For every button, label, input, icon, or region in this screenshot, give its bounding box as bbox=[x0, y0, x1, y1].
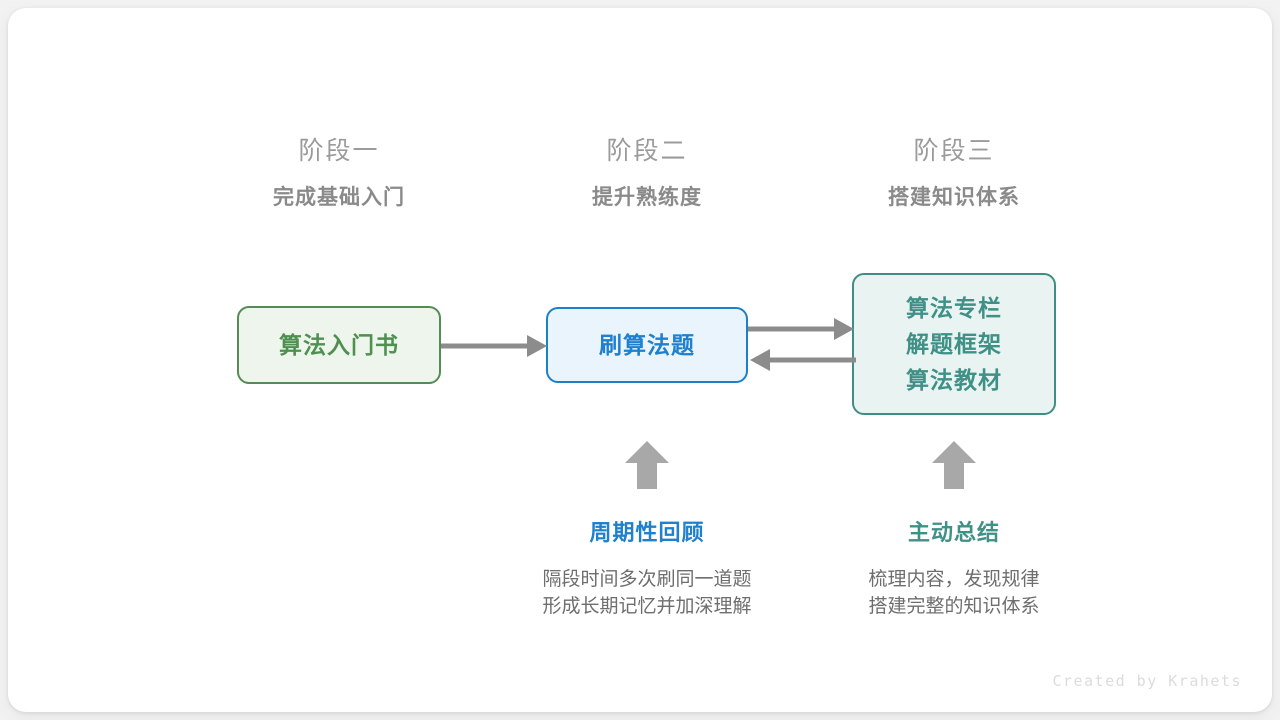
arrow-up-periodic-review bbox=[625, 441, 669, 489]
diagram-card: 阶段一 完成基础入门 阶段二 提升熟练度 阶段三 搭建知识体系 算法入门书 刷算… bbox=[8, 8, 1272, 712]
stage-subtitle-1: 完成基础入门 bbox=[273, 186, 405, 209]
caption-active-summary-desc: 梳理内容，发现规律 搭建完整的知识体系 bbox=[804, 566, 1104, 620]
caption-periodic-review-title: 周期性回顾 bbox=[589, 520, 705, 545]
node-intro-book-line-1: 算法入门书 bbox=[279, 332, 399, 358]
watermark-credit: Created by Krahets bbox=[1052, 672, 1242, 690]
node-knowledge-sources-line-3: 算法教材 bbox=[906, 367, 1002, 393]
caption-active-summary-desc-line-2: 搭建完整的知识体系 bbox=[868, 596, 1040, 617]
connector-practice-to-sources bbox=[748, 318, 854, 340]
caption-periodic-review-desc-line-2: 形成长期记忆并加深理解 bbox=[542, 596, 752, 617]
node-practice-problems[interactable]: 刷算法题 bbox=[546, 307, 748, 383]
node-knowledge-sources-line-1: 算法专栏 bbox=[906, 295, 1002, 321]
caption-active-summary-desc-line-1: 梳理内容，发现规律 bbox=[868, 569, 1040, 590]
caption-periodic-review-desc: 隔段时间多次刷同一道题 形成长期记忆并加深理解 bbox=[497, 566, 797, 620]
caption-periodic-review-desc-line-1: 隔段时间多次刷同一道题 bbox=[542, 569, 752, 590]
stage-title-2: 阶段二 bbox=[606, 137, 688, 165]
caption-active-summary: 主动总结 梳理内容，发现规律 搭建完整的知识体系 bbox=[804, 518, 1104, 620]
node-knowledge-sources[interactable]: 算法专栏 解题框架 算法教材 bbox=[852, 273, 1056, 415]
arrow-up-active-summary bbox=[932, 441, 976, 489]
stage-title-1: 阶段一 bbox=[298, 137, 380, 165]
node-intro-book[interactable]: 算法入门书 bbox=[237, 306, 441, 384]
stage-header-1: 阶段一 完成基础入门 bbox=[219, 134, 459, 214]
node-knowledge-sources-line-2: 解题框架 bbox=[906, 331, 1002, 357]
stage-header-3: 阶段三 搭建知识体系 bbox=[834, 134, 1074, 214]
stage-title-3: 阶段三 bbox=[913, 137, 995, 165]
stage-subtitle-2: 提升熟练度 bbox=[592, 186, 702, 209]
node-practice-problems-line-1: 刷算法题 bbox=[599, 332, 695, 358]
caption-periodic-review: 周期性回顾 隔段时间多次刷同一道题 形成长期记忆并加深理解 bbox=[497, 518, 797, 620]
stage-header-2: 阶段二 提升熟练度 bbox=[527, 134, 767, 214]
connector-book-to-practice bbox=[441, 335, 547, 357]
connector-sources-to-practice bbox=[750, 349, 856, 371]
caption-active-summary-title: 主动总结 bbox=[907, 520, 1000, 545]
stage-subtitle-3: 搭建知识体系 bbox=[888, 186, 1020, 209]
